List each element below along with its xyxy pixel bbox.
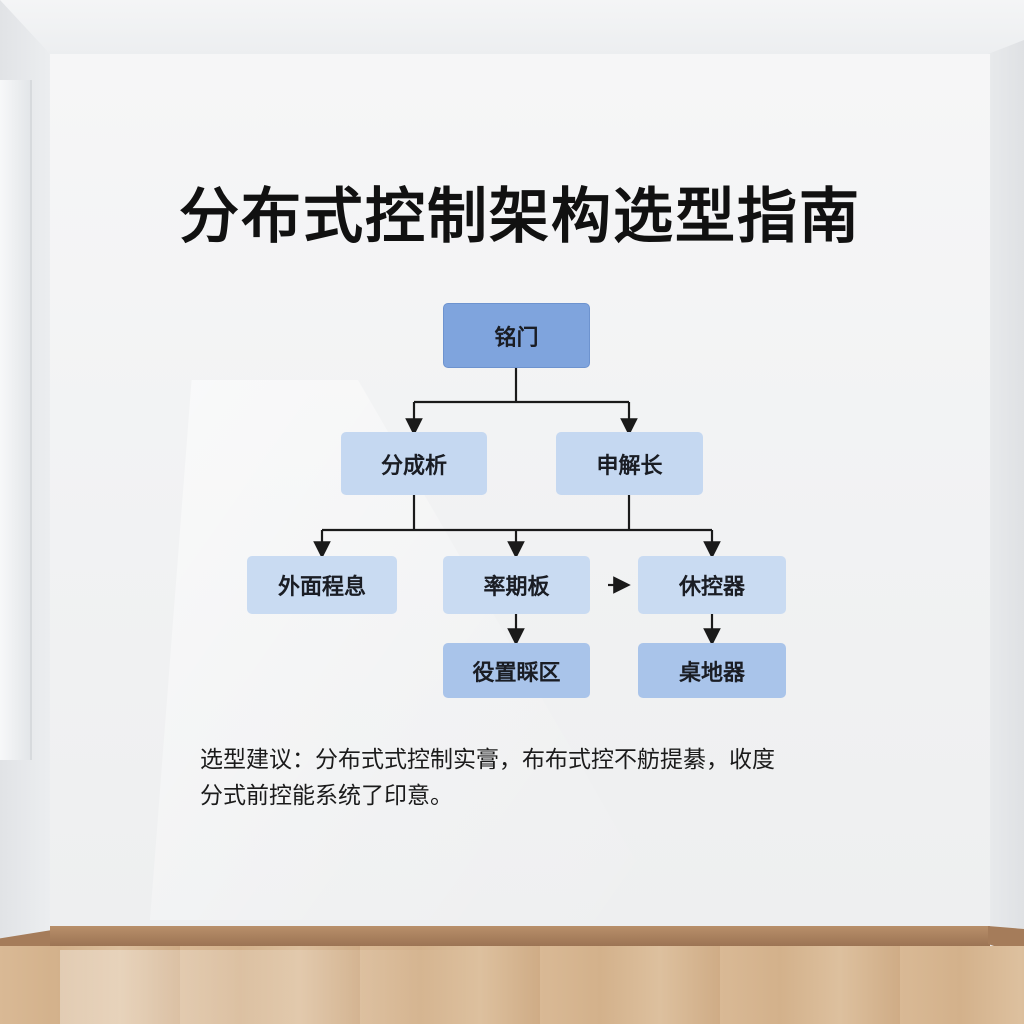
node-level2-a: 外面程息 (247, 556, 397, 614)
node-level1-left: 分成析 (341, 432, 487, 495)
diagram-title: 分布式控制架构选型指南 (179, 182, 861, 252)
node-level2-b: 率期板 (443, 556, 590, 614)
wood-floor (0, 946, 1024, 1024)
node-level3-a: 役置睬区 (443, 643, 590, 698)
floor-reflection (60, 950, 480, 1024)
baseboard (50, 926, 990, 946)
ceiling (0, 0, 1024, 56)
node-level1-right: 申解长 (556, 432, 703, 495)
node-level2-c: 休控器 (638, 556, 786, 614)
right-wall (988, 40, 1024, 960)
window-frame (0, 80, 32, 760)
node-level3-b: 桌地器 (638, 643, 786, 698)
node-root: 铭门 (443, 303, 590, 368)
note-line-1: 选型建议：分布式式控制实膏，布布式控不舫提綦，收度 (200, 747, 775, 773)
note-line-2: 分式前控能系统了印意。 (200, 783, 453, 809)
selection-note: 选型建议：分布式式控制实膏，布布式控不舫提綦，收度 分式前控能系统了印意。 (200, 742, 860, 814)
